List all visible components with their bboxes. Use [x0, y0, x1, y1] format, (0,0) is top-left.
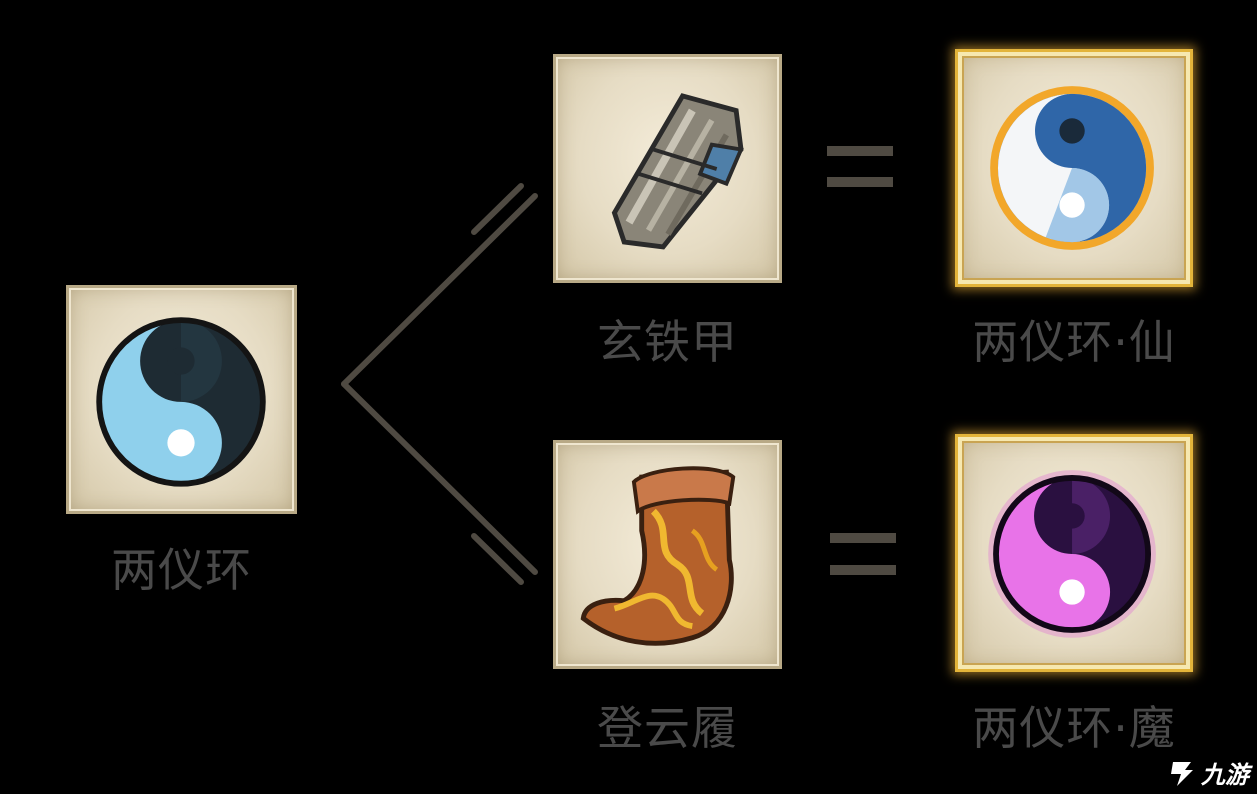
equals-icon	[830, 565, 896, 575]
equals-icon	[830, 533, 896, 543]
source-item-tile[interactable]	[66, 285, 297, 514]
watermark: 九游	[1165, 755, 1249, 790]
source-item-label: 两仪环	[111, 543, 252, 597]
branch-arrow-down	[341, 381, 538, 575]
yin-yang-demon-icon	[988, 470, 1156, 638]
equals-icon	[827, 177, 893, 187]
jiuyou-logo-icon	[1171, 761, 1193, 786]
equals-icon	[827, 146, 893, 156]
recipe-1-result-tile[interactable]	[955, 49, 1193, 287]
branch-arrow-down-head	[471, 533, 524, 585]
recipe-2-ingredient-label: 登云履	[597, 701, 738, 755]
branch-arrow-up-head	[471, 183, 524, 235]
recipe-2-result-tile[interactable]	[955, 434, 1193, 672]
branch-arrow-up	[341, 193, 538, 387]
watermark-text: 九游	[1201, 761, 1249, 789]
cloud-boots-icon	[580, 466, 736, 646]
yin-yang-blue-icon	[96, 317, 266, 487]
recipe-1-result-label: 两仪环·仙	[972, 315, 1176, 369]
yin-yang-immortal-icon	[990, 86, 1154, 250]
recipe-1-ingredient-tile[interactable]	[553, 54, 782, 283]
recipe-1-ingredient-label: 玄铁甲	[597, 315, 738, 369]
recipe-2-ingredient-tile[interactable]	[553, 440, 782, 669]
iron-armguard-icon	[611, 93, 744, 250]
recipe-2-result-label: 两仪环·魔	[972, 701, 1176, 755]
